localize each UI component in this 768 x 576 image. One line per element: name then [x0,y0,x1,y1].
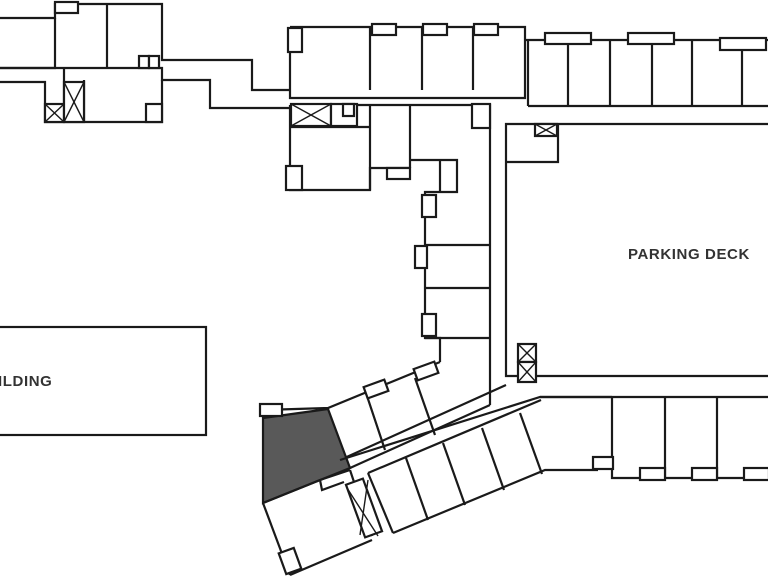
door-marker [690,466,719,482]
door-marker [472,22,500,37]
door-marker [591,455,615,471]
door-marker [284,164,304,192]
adjacent-building [0,325,208,437]
top-right-wing [525,31,768,108]
door-marker [277,546,303,576]
door-marker [543,31,593,46]
door-marker [470,102,492,130]
door-marker [341,102,356,118]
door-marker [420,312,438,338]
door-marker [412,360,440,382]
top-middle-wing [284,22,527,405]
door-marker [718,36,768,52]
door-marker [53,0,80,15]
door-marker [626,31,676,46]
top-left-wing [0,0,290,124]
parking-deck-outline [504,122,768,384]
door-marker [137,54,151,70]
door-marker [144,102,164,124]
door-marker [385,166,412,181]
door-marker [742,466,768,482]
door-marker [258,402,284,418]
highlighted-unit [261,407,352,505]
door-marker [413,244,429,270]
door-marker [286,26,304,54]
door-marker [147,54,161,70]
building-label: ILDING [0,373,53,390]
parking-deck-label: PARKING DECK [628,246,750,263]
door-marker [370,22,398,37]
door-marker [638,466,667,482]
door-marker [421,22,449,37]
lower-wing [258,360,768,576]
door-marker [420,193,438,219]
door-marker [362,378,390,400]
